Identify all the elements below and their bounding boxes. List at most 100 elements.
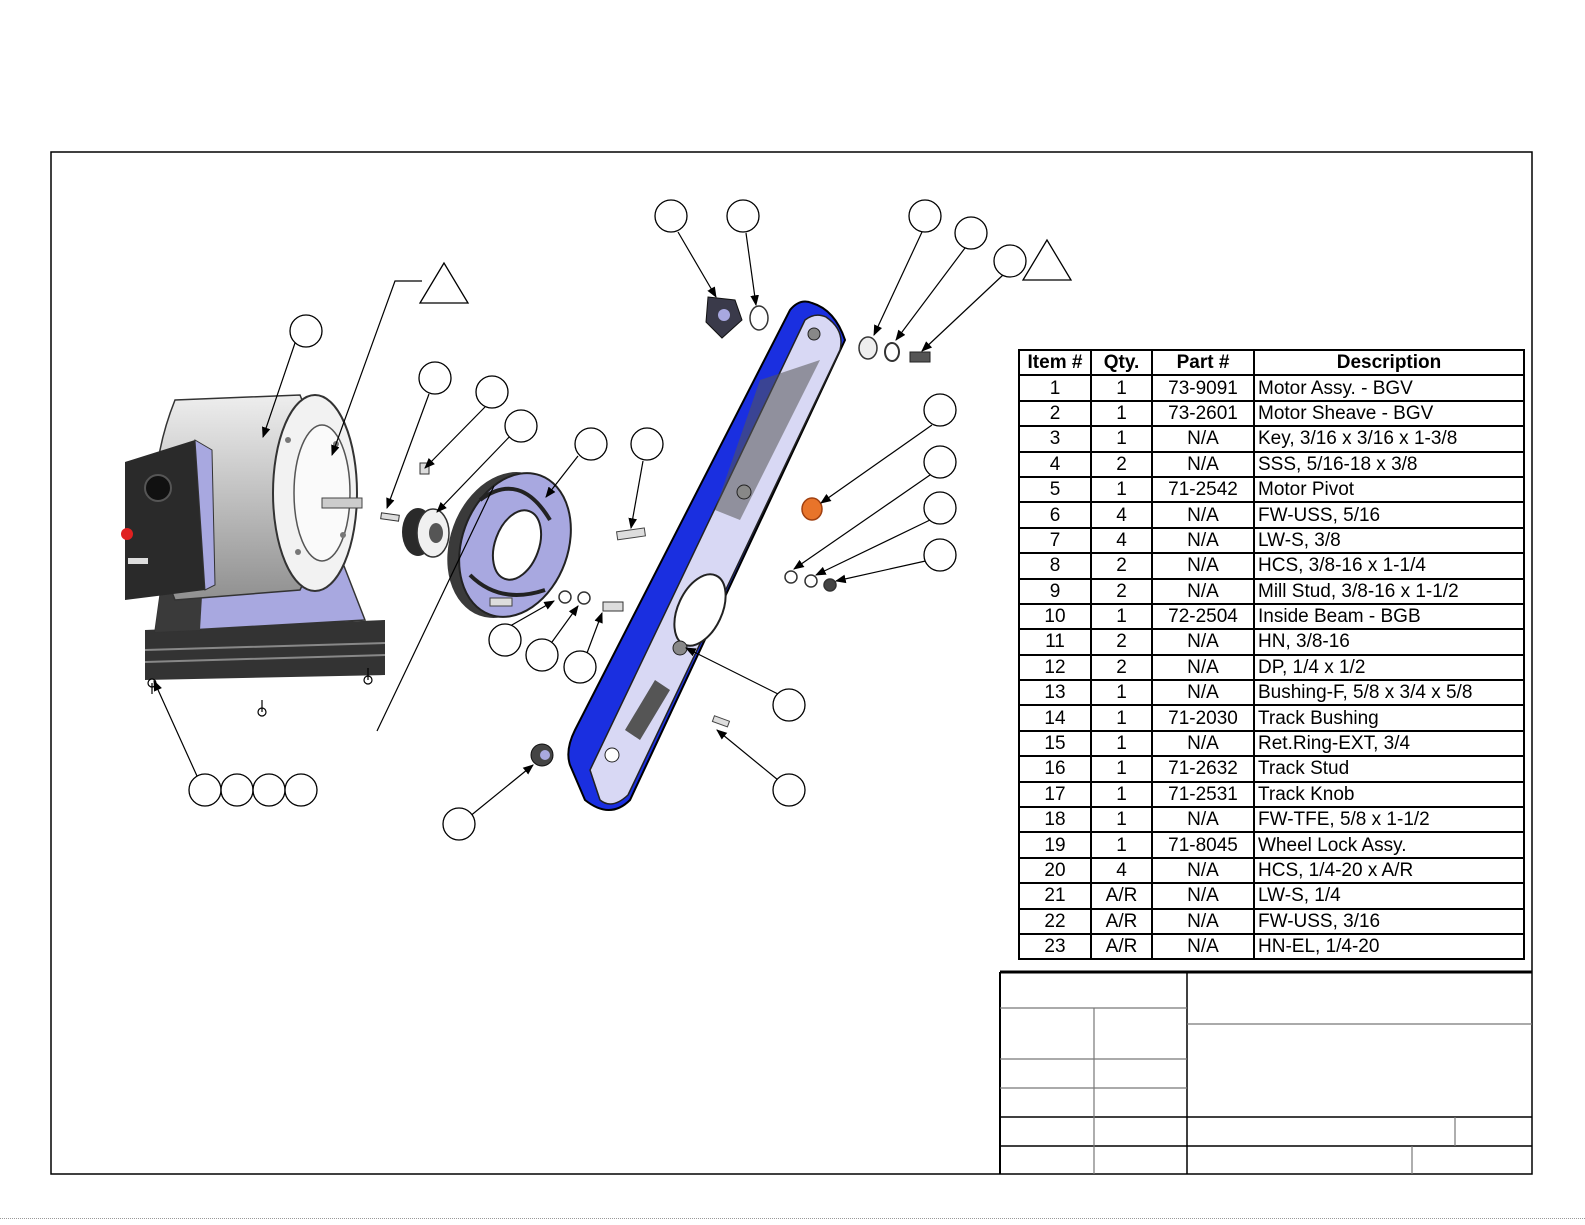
balloon-icon: [772, 773, 806, 807]
balloon-icon: [418, 361, 452, 395]
bom-cell-item: 18: [1018, 806, 1092, 834]
drawing-border: [50, 151, 1533, 1175]
bom-cell-item: 17: [1018, 780, 1092, 809]
bom-cell-item: 1: [1018, 374, 1092, 402]
bom-cell-part: 71-2030: [1151, 704, 1255, 732]
bom-cell-description: HN-EL, 1/4-20: [1253, 932, 1525, 961]
dowel-pin-part: [711, 715, 731, 728]
balloon-icon: [954, 216, 988, 250]
bom-cell-item: 16: [1018, 755, 1092, 783]
track-bushing-part: [801, 497, 823, 521]
balloon-icon: [488, 623, 522, 657]
bom-cell-part: N/A: [1151, 552, 1255, 580]
bom-cell-part: N/A: [1151, 679, 1255, 707]
leader-lines: [153, 231, 1004, 818]
wheel-lock-part: [530, 743, 554, 767]
bom-cell-item: 13: [1018, 679, 1092, 707]
bom-cell-qty: 2: [1090, 552, 1153, 580]
track-stud-part: [909, 351, 931, 363]
bom-cell-description: HCS, 1/4-20 x A/R: [1253, 856, 1525, 885]
bushing-part: [858, 336, 878, 360]
balloon-icon: [574, 427, 608, 461]
bom-header-part: Part #: [1151, 348, 1255, 377]
bom-cell-item: 4: [1018, 450, 1092, 478]
motor-pivot-part: [447, 472, 572, 618]
bom-cell-item: 12: [1018, 653, 1092, 682]
bom-cell-part: N/A: [1151, 653, 1255, 682]
balloon-icon: [993, 244, 1027, 278]
ret-ring-part: [884, 342, 900, 362]
bom-cell-description: Track Knob: [1253, 780, 1525, 809]
balloon-icon: [908, 199, 942, 233]
hcs-bolt-part: [602, 601, 624, 612]
bom-cell-part: 73-2601: [1151, 399, 1255, 428]
balloon-icon: [289, 314, 323, 348]
bom-cell-qty: 1: [1090, 755, 1153, 783]
balloon-icon: [923, 538, 957, 572]
motor-sheave-part: [402, 508, 450, 558]
bom-cell-item: 7: [1018, 526, 1092, 555]
bom-cell-description: FW-USS, 3/16: [1253, 907, 1525, 935]
bom-cell-part: N/A: [1151, 501, 1255, 529]
bom-cell-qty: 1: [1090, 704, 1153, 732]
bom-cell-description: LW-S, 3/8: [1253, 526, 1525, 555]
bom-cell-qty: 1: [1090, 602, 1153, 631]
bom-cell-qty: 4: [1090, 526, 1153, 555]
bom-cell-qty: 4: [1090, 856, 1153, 885]
bom-header-row: Item # Qty. Part # Description: [1018, 348, 1525, 377]
balloon-icon: [284, 773, 318, 807]
bom-cell-item: 6: [1018, 501, 1092, 529]
bom-cell-qty: 1: [1090, 475, 1153, 504]
bom-cell-description: HN, 3/8-16: [1253, 628, 1525, 656]
washers-parts: [558, 590, 591, 605]
bom-cell-part: N/A: [1151, 577, 1255, 605]
bom-cell-item: 8: [1018, 552, 1092, 580]
title-block: [999, 970, 1532, 1174]
balloon-icon: [654, 199, 688, 233]
bom-cell-part: N/A: [1151, 628, 1255, 656]
bom-cell-qty: 1: [1090, 374, 1153, 402]
bom-header-description: Description: [1253, 348, 1525, 377]
bom-cell-qty: A/R: [1090, 932, 1153, 961]
bom-cell-description: DP, 1/4 x 1/2: [1253, 653, 1525, 682]
bom-cell-description: FW-TFE, 5/8 x 1-1/2: [1253, 806, 1525, 834]
bom-cell-qty: 2: [1090, 450, 1153, 478]
balloon-icon: [923, 491, 957, 525]
bom-cell-item: 3: [1018, 425, 1092, 453]
bom-cell-part: 71-8045: [1151, 831, 1255, 859]
bom-cell-description: Wheel Lock Assy.: [1253, 831, 1525, 859]
balloon-icon: [726, 199, 760, 233]
bom-cell-part: 71-2542: [1151, 475, 1255, 504]
bom-cell-part: 73-9091: [1151, 374, 1255, 402]
balloon-icon: [525, 638, 559, 672]
bom-cell-qty: 4: [1090, 501, 1153, 529]
bom-cell-description: Key, 3/16 x 3/16 x 1-3/8: [1253, 425, 1525, 453]
balloon-icon: [504, 409, 538, 443]
bom-cell-description: Inside Beam - BGB: [1253, 602, 1525, 631]
bom-cell-item: 21: [1018, 882, 1092, 910]
bom-cell-qty: 1: [1090, 729, 1153, 758]
bom-cell-description: LW-S, 1/4: [1253, 882, 1525, 910]
bom-cell-description: Track Bushing: [1253, 704, 1525, 732]
bom-cell-description: Ret.Ring-EXT, 3/4: [1253, 729, 1525, 758]
bom-cell-qty: 2: [1090, 628, 1153, 656]
key-part: [380, 512, 400, 522]
bom-cell-description: FW-USS, 5/16: [1253, 501, 1525, 529]
bom-cell-item: 2: [1018, 399, 1092, 428]
